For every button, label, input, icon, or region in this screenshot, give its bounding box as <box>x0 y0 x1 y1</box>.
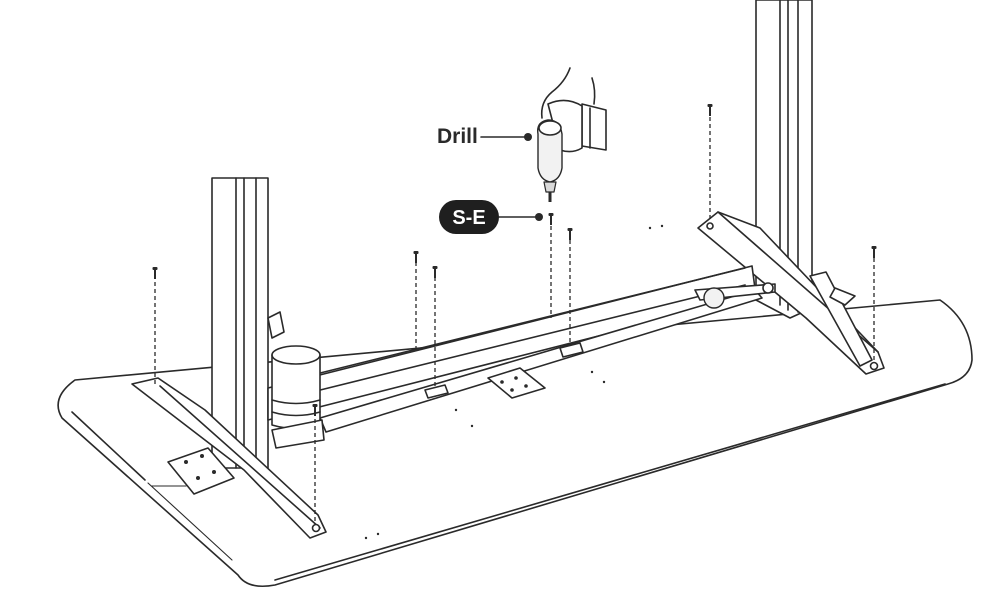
drill-label: Drill <box>437 125 532 148</box>
screw-icon <box>548 213 554 225</box>
right-leg <box>697 0 885 375</box>
left-leg <box>211 177 269 469</box>
screw-icon <box>152 267 158 279</box>
screw-icon <box>432 266 438 278</box>
screw-icon <box>871 246 877 258</box>
tabletop-marks <box>364 224 664 540</box>
screw-icon <box>567 228 573 240</box>
screw-code-badge: S-E <box>439 200 543 234</box>
drill-label-text: Drill <box>437 125 478 148</box>
screw-icon <box>413 251 419 263</box>
drill-icon <box>537 67 607 202</box>
screw-icon <box>312 404 318 416</box>
screw-code-text: S-E <box>452 207 485 229</box>
left-foot <box>131 377 327 539</box>
crossbar-frame <box>267 265 776 433</box>
badge-background <box>439 200 499 234</box>
motor-unit <box>267 311 325 449</box>
screw-icon <box>707 104 713 116</box>
screw-guides <box>152 104 879 533</box>
